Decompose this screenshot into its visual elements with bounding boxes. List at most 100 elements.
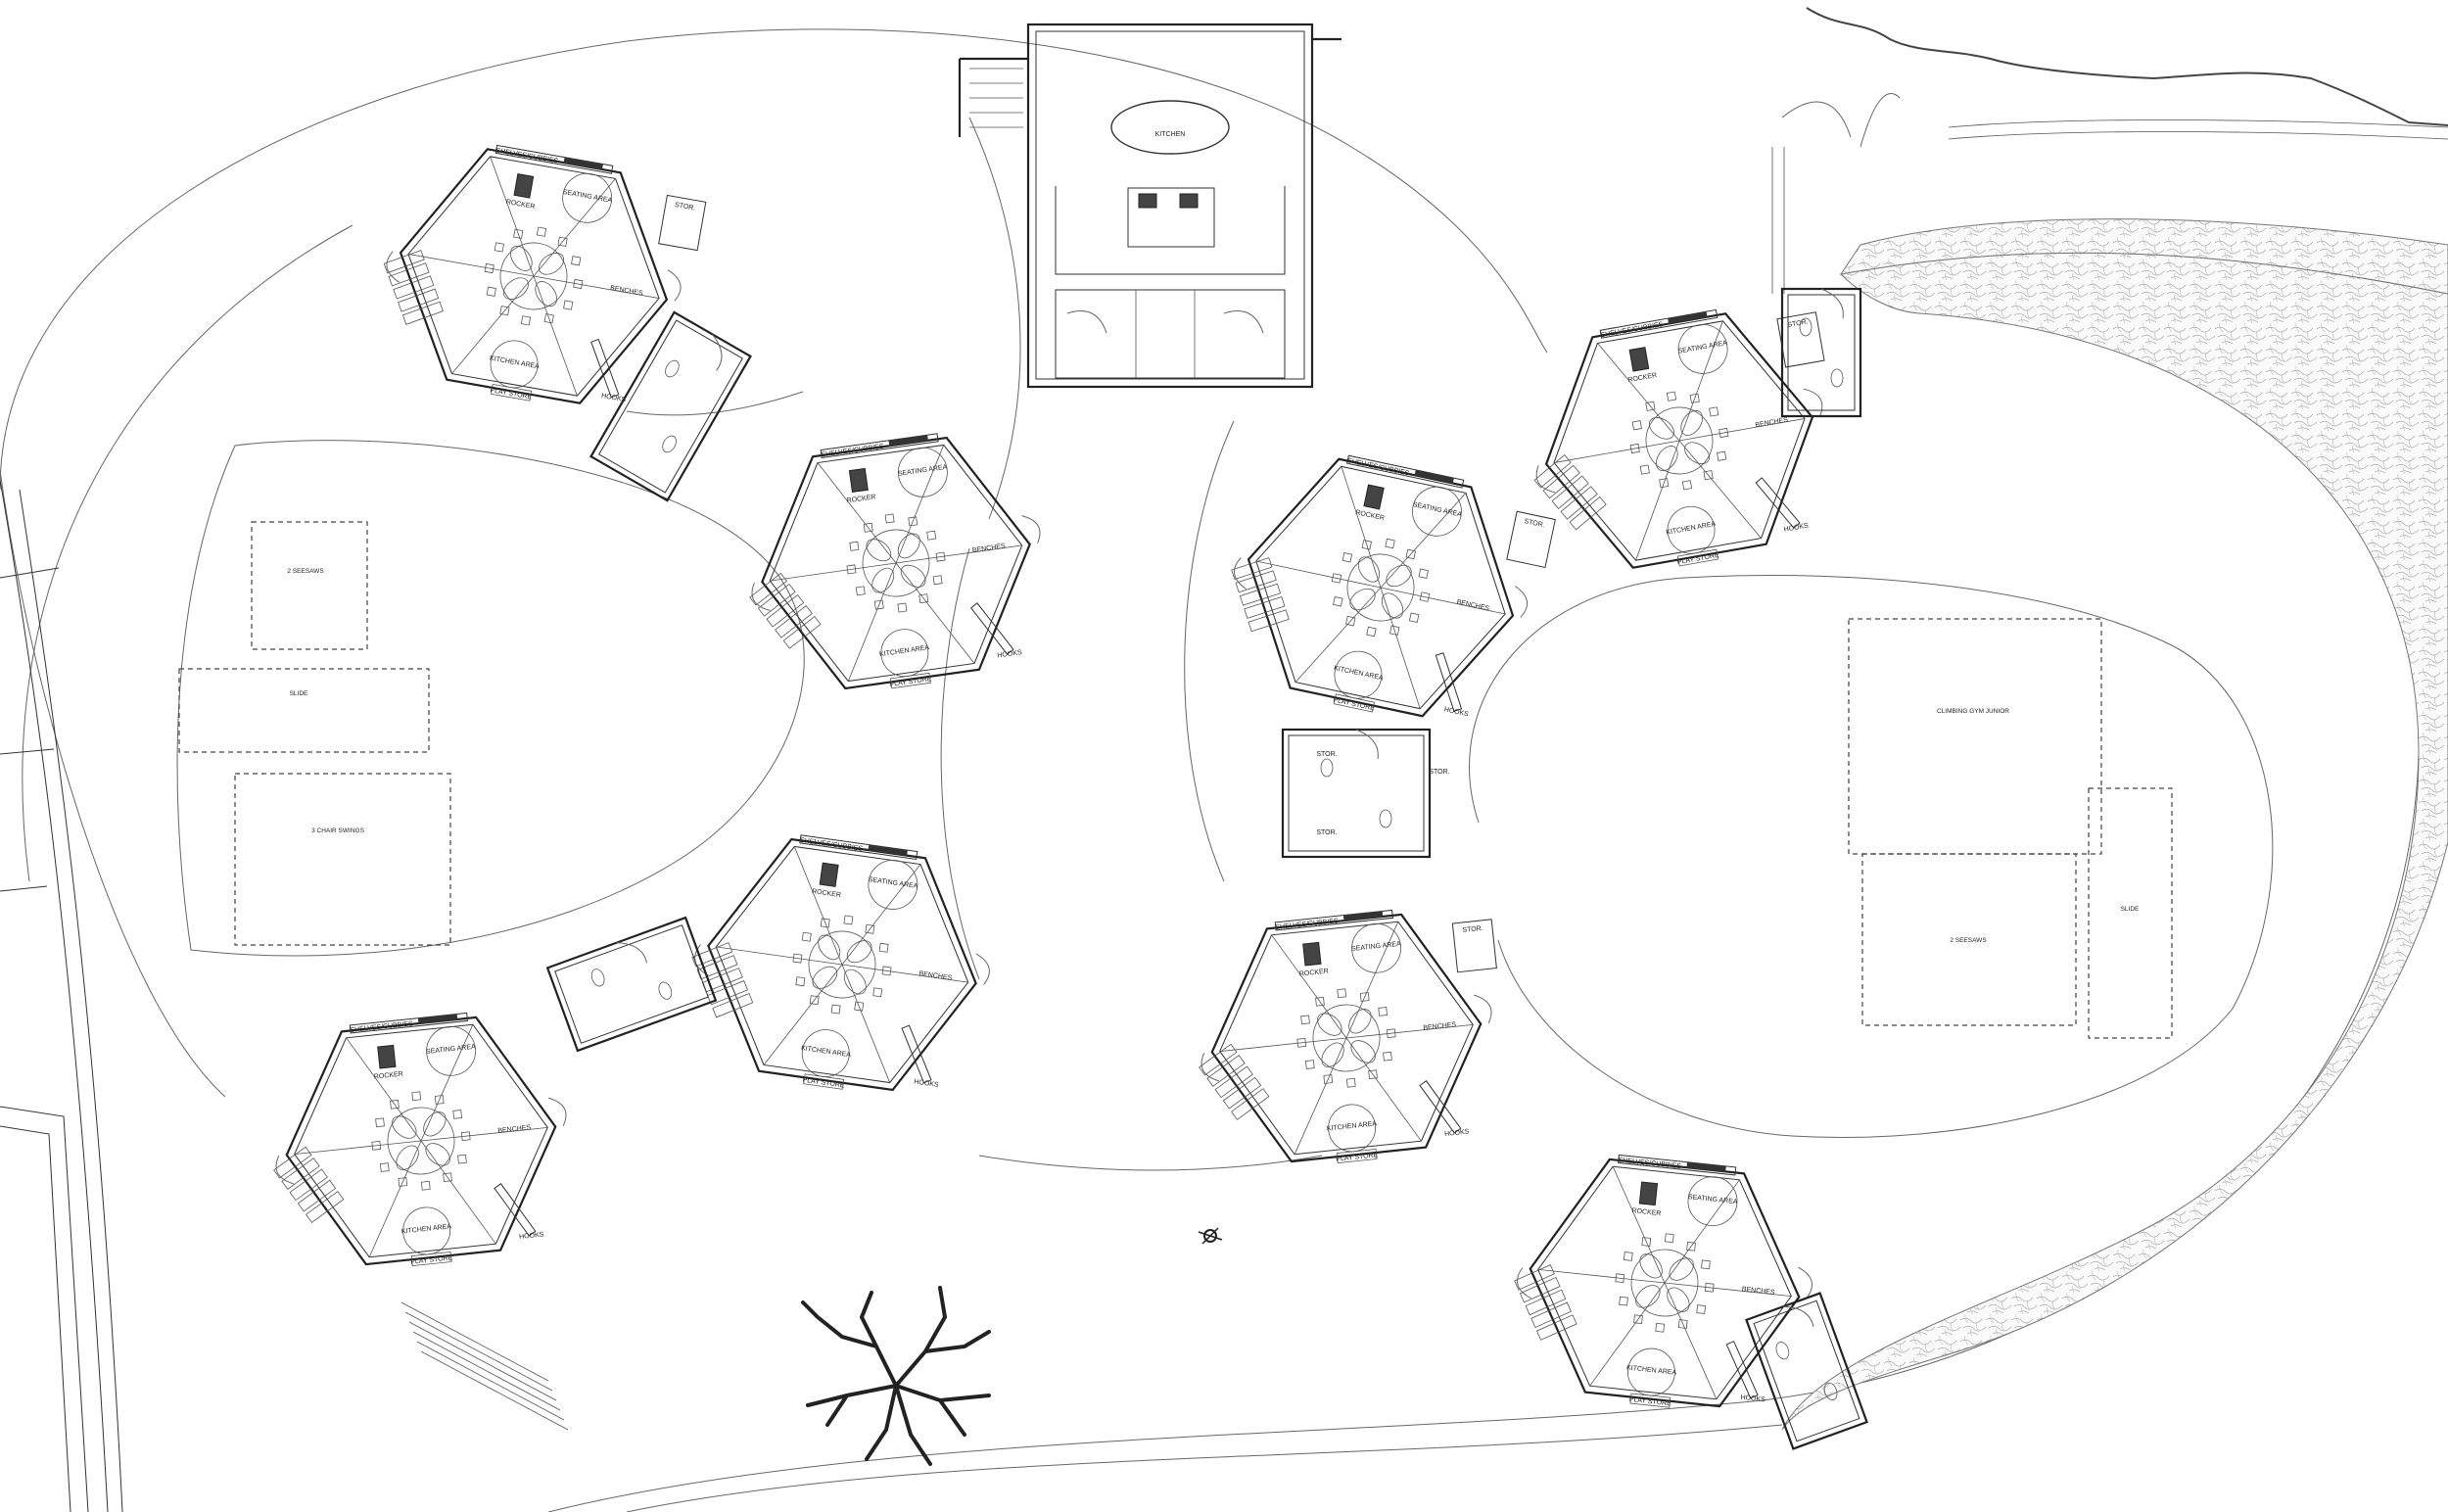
stone-paving xyxy=(1781,252,2448,1431)
hooks-strip xyxy=(901,1024,932,1084)
table-petal xyxy=(510,245,533,271)
module-spoke xyxy=(1597,343,1680,442)
play-store-box xyxy=(1677,548,1719,567)
benches-label: BENCHES xyxy=(610,285,644,298)
chair-icon xyxy=(443,1172,452,1183)
shelves-strip xyxy=(799,834,918,861)
chair-icon xyxy=(1664,1233,1674,1244)
central-table xyxy=(1645,406,1714,475)
module-outer-wall xyxy=(1247,457,1515,718)
module-spoke xyxy=(1664,1282,1792,1297)
chair-icon xyxy=(484,262,494,274)
kitchen-area-label: KITCHEN AREA xyxy=(801,1045,852,1059)
seesaw-label-right: 2 SEESAWS xyxy=(1950,937,1987,944)
table-petal xyxy=(502,277,529,300)
table-petal xyxy=(818,934,841,961)
chair-icon xyxy=(434,1095,445,1105)
chair-icon xyxy=(1386,1028,1396,1039)
shelves-strip xyxy=(1599,308,1718,339)
chair-icon xyxy=(1368,1069,1378,1080)
bench-icon xyxy=(1231,1088,1270,1120)
shelves-strip xyxy=(349,1012,468,1034)
chair-icon xyxy=(1681,480,1693,491)
module-spoke xyxy=(1345,1037,1422,1142)
storage-label: STOR. xyxy=(1524,518,1545,529)
left-play-yard: 2 SEESAWS SLIDE 3 CHAIR SWINGS xyxy=(176,440,805,957)
module-spoke xyxy=(407,254,535,277)
module-spoke xyxy=(1589,1282,1666,1387)
table-petal xyxy=(1317,1013,1342,1036)
benches-group xyxy=(1199,1043,1270,1120)
washroom-block xyxy=(1745,1292,1868,1450)
chair-icon xyxy=(499,306,510,316)
bench-icon xyxy=(281,1158,320,1190)
bench-icon xyxy=(1206,1055,1246,1087)
bench-icon xyxy=(393,275,435,300)
door-swing xyxy=(1803,388,1823,416)
shelves-dark-segment xyxy=(888,435,928,447)
play-store-box xyxy=(803,1073,845,1090)
central-table xyxy=(387,1107,455,1175)
shelves-dark-segment xyxy=(1686,1161,1726,1172)
chair-icon xyxy=(1701,1259,1711,1270)
benches-group xyxy=(1514,1264,1577,1341)
bench-icon xyxy=(388,262,430,287)
module-spoke xyxy=(1295,587,1382,683)
rocker-icon xyxy=(1638,1181,1659,1206)
module-spoke xyxy=(1341,466,1382,589)
chair-icon xyxy=(1703,470,1714,481)
chair-icon xyxy=(1300,1015,1310,1025)
chair-icon xyxy=(1623,1252,1633,1261)
tree-icon xyxy=(801,1286,991,1466)
benches-label: BENCHES xyxy=(1741,1286,1775,1297)
module-spoke xyxy=(841,964,891,1083)
door-swing xyxy=(975,953,990,985)
bench-icon xyxy=(1551,475,1589,509)
bench-icon xyxy=(707,980,748,1006)
slide-label-left: SLIDE xyxy=(290,690,308,697)
module-spoke xyxy=(1271,934,1347,1039)
washroom-wall xyxy=(1745,1292,1868,1450)
chair-icon xyxy=(1385,538,1395,549)
rocker-icon xyxy=(513,173,535,199)
module-spoke xyxy=(420,1024,474,1142)
seating-area-label: SEATING AREA xyxy=(868,876,918,890)
hooks-label: HOOKS xyxy=(1740,1394,1765,1404)
shelves-strip xyxy=(494,144,614,174)
chair-icon xyxy=(1405,548,1416,560)
chair-icon xyxy=(411,1091,422,1102)
kitchen-area-label: KITCHEN AREA xyxy=(1327,1120,1378,1132)
table-petal xyxy=(1381,592,1404,619)
swings-zone xyxy=(234,773,451,946)
chair-icon xyxy=(1645,401,1656,411)
module-spoke xyxy=(770,562,897,582)
door-swing xyxy=(712,334,723,371)
bench-icon xyxy=(691,942,733,968)
door-swing xyxy=(547,1097,567,1126)
module-spoke xyxy=(895,544,1022,564)
stor-label: STOR. xyxy=(1429,769,1449,776)
washroom-wall xyxy=(1780,287,1862,418)
step-line xyxy=(420,1350,569,1431)
chair-icon xyxy=(1641,1237,1652,1247)
shelves-dark-segment xyxy=(563,157,603,170)
module-spoke xyxy=(451,275,535,374)
step-line xyxy=(408,1321,557,1401)
seating-area-circle xyxy=(1412,486,1462,537)
play-store-label: PLAY STORE xyxy=(1333,696,1376,712)
chair-icon xyxy=(1631,420,1642,431)
shelves-dark-segment xyxy=(868,844,908,857)
toilet-icon xyxy=(658,981,673,1000)
rocker-label: ROCKER xyxy=(1299,969,1330,978)
chair-icon xyxy=(1418,568,1429,579)
module-spoke xyxy=(716,946,843,966)
classroom-modules: SEATING AREA ROCKER KITCHEN AREA PLAY STORE… xyxy=(273,144,1868,1450)
chair-icon xyxy=(1337,988,1347,999)
module-spoke xyxy=(841,864,921,966)
bench-icon xyxy=(766,593,805,628)
chair-icon xyxy=(1342,552,1353,563)
